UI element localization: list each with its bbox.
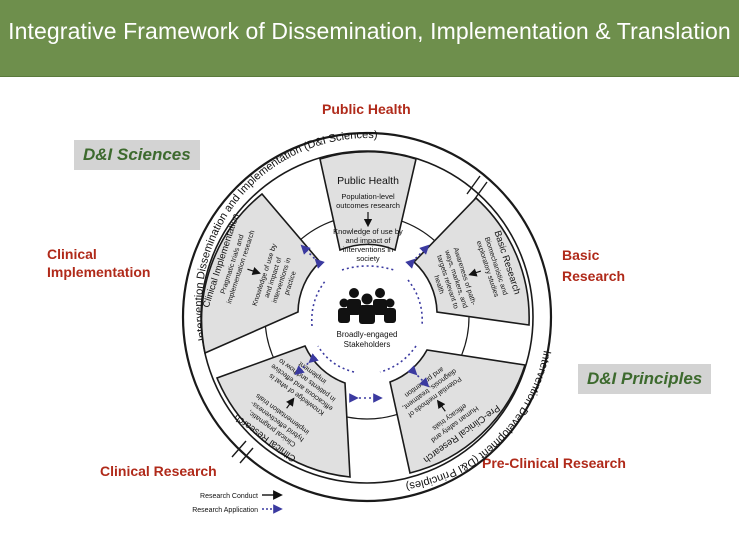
box-di-sciences: D&I Sciences — [74, 140, 200, 170]
label-clinical-research: Clinical Research — [100, 463, 217, 479]
application-arc — [379, 345, 417, 373]
segment-text: society — [356, 254, 380, 263]
label-public-health: Public Health — [322, 101, 411, 117]
legend-conduct-label: Research Conduct — [200, 493, 258, 500]
segment-text: Population-level — [341, 192, 395, 201]
research-conduct-arrow — [468, 268, 482, 277]
segment-public-health — [319, 150, 417, 252]
page-title: Integrative Framework of Dissemination, … — [8, 18, 731, 44]
stakeholders-icon — [338, 288, 396, 324]
research-conduct-arrow — [286, 397, 295, 409]
center-label-line1: Broadly-engaged — [337, 330, 398, 339]
label-clinical-implementation-line1: Clinical — [47, 246, 97, 262]
segment-text: Knowledge of use by — [333, 227, 403, 236]
ring-separator — [466, 175, 481, 195]
label-clinical-implementation-line2: Implementation — [47, 264, 151, 280]
legend-application-label: Research Application — [192, 507, 258, 514]
segment-text: interventions in — [343, 245, 393, 254]
segment-clinical-research — [215, 344, 351, 478]
application-arc — [407, 279, 424, 327]
research-conduct-arrow — [247, 267, 261, 276]
segment-basic-research — [412, 196, 530, 326]
segment-title-public-health: Public Health — [337, 175, 399, 187]
application-arc — [341, 265, 395, 271]
application-arc — [310, 279, 327, 327]
segment-text: outcomes research — [336, 201, 400, 210]
ring-separator — [231, 440, 247, 458]
segment-text: and impact of — [345, 236, 391, 245]
title-banner: Integrative Framework of Dissemination, … — [0, 0, 739, 77]
research-conduct-arrow — [436, 399, 446, 412]
application-arc — [317, 345, 355, 373]
ring-separator — [239, 447, 254, 464]
center-label-line2: Stakeholders — [344, 340, 391, 349]
application-arrow — [294, 353, 319, 376]
application-arrow — [405, 244, 430, 269]
application-arrow — [300, 244, 325, 269]
ring-separator — [473, 181, 488, 201]
box-di-principles: D&I Principles — [578, 364, 712, 394]
research-application-paths — [294, 244, 430, 403]
label-basic-line2: Research — [562, 268, 626, 284]
label-basic-line1: Basic — [562, 247, 600, 263]
label-preclinical-research: Pre-Clinical Research — [482, 455, 626, 471]
